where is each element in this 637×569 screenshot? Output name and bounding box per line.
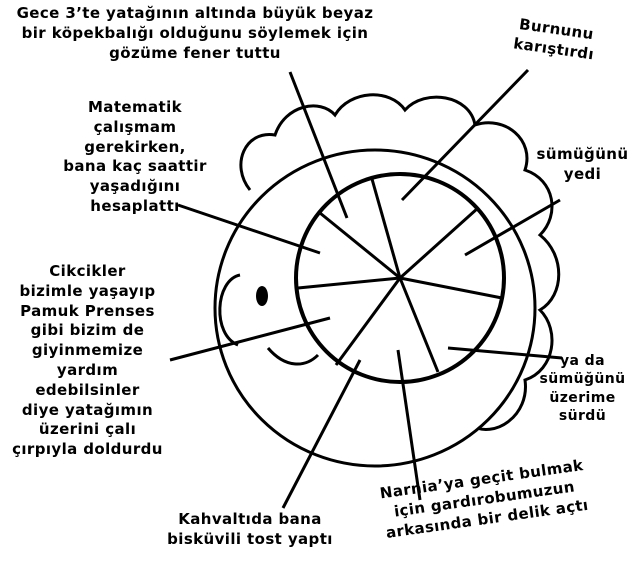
label-math-hours: Matematik çalışmam gerekirken, bana kaç … [40, 98, 230, 217]
label-toast: Kahvaltıda bana bisküvili tost yaptı [150, 510, 350, 550]
label-wiped-booger: ya da sümüğünü üzerime sürdü [535, 352, 630, 426]
label-flashlight: Gece 3’te yatağının altında büyük beyaz … [10, 4, 380, 63]
label-snow-white: Cikcikler bizimle yaşayıp Pamuk Prenses … [0, 262, 175, 460]
eye [256, 286, 268, 306]
label-ate-booger: sümüğünü yedi [535, 145, 630, 185]
